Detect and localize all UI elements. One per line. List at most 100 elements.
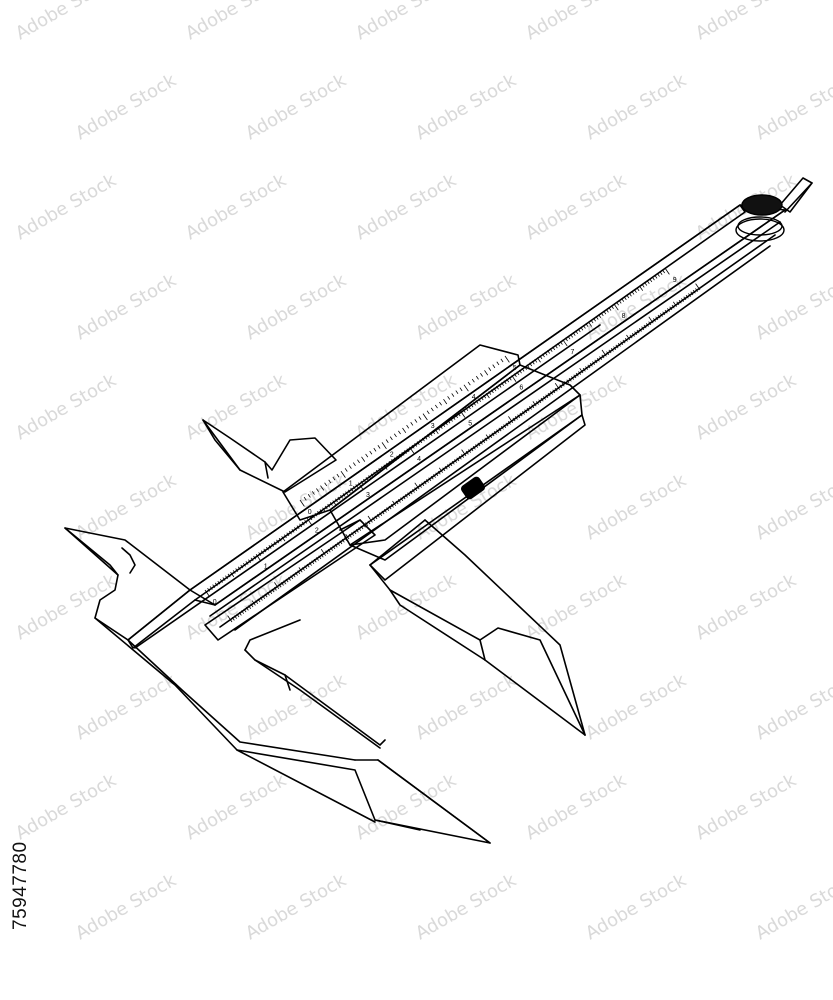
scale-tick xyxy=(386,462,389,467)
scale-tick xyxy=(355,484,359,488)
scale-tick xyxy=(565,337,568,342)
scale-tick xyxy=(253,555,257,560)
watermark-text: Adobe Stock xyxy=(582,870,690,945)
scale-tick xyxy=(500,426,504,430)
scale-tick xyxy=(528,406,532,410)
scale-tick xyxy=(613,346,617,350)
scale-tick xyxy=(373,447,377,452)
scale-tick xyxy=(325,550,329,555)
scale-tick xyxy=(626,334,631,341)
scale-tick xyxy=(428,477,432,482)
scale-label: 2 xyxy=(390,452,394,459)
scale-tick xyxy=(312,514,315,519)
scale-tick xyxy=(575,330,579,335)
scale-tick xyxy=(550,391,553,395)
scale-tick xyxy=(442,423,446,428)
scale-tick xyxy=(319,509,323,513)
scale-tick xyxy=(396,455,400,460)
scale-tick xyxy=(314,512,318,517)
scale-label: 1 xyxy=(264,563,268,570)
watermark-text: Adobe Stock xyxy=(182,570,290,645)
scale-tick xyxy=(358,527,362,531)
scale-tick xyxy=(634,289,637,293)
scale-tick xyxy=(271,588,275,593)
watermark-text: Adobe Stock xyxy=(182,370,290,445)
lower-scale xyxy=(227,283,701,623)
scale-tick xyxy=(547,392,551,397)
scale-tick xyxy=(337,496,341,501)
scale-tick xyxy=(585,323,589,327)
scale-tick xyxy=(456,457,460,462)
scale-tick xyxy=(552,389,556,394)
scale-tick xyxy=(667,308,670,312)
scale-tick xyxy=(471,378,475,383)
scale-tick xyxy=(454,459,457,463)
scale-tick xyxy=(260,550,264,555)
scale-tick xyxy=(621,298,625,302)
scale-tick xyxy=(685,294,689,299)
scale-tick xyxy=(442,467,446,472)
scale-tick xyxy=(411,489,415,493)
scale-tick xyxy=(281,536,286,542)
watermark-text: Adobe Stock xyxy=(522,570,630,645)
scale-tick xyxy=(434,404,438,409)
scale-tick xyxy=(232,570,236,574)
scale-tick xyxy=(306,518,312,526)
scale-tick xyxy=(287,577,291,581)
scale-tick xyxy=(641,283,645,288)
scale-tick xyxy=(480,373,483,377)
scale-tick xyxy=(538,399,542,404)
scale-tick xyxy=(344,468,348,472)
scale-tick xyxy=(618,299,622,304)
scale-tick xyxy=(567,335,571,340)
scale-tick xyxy=(212,584,216,589)
scale-tick xyxy=(381,442,387,450)
scale-tick xyxy=(290,575,294,580)
scale-tick xyxy=(437,470,441,475)
scale-tick xyxy=(526,407,530,412)
scale-tick xyxy=(506,378,510,383)
scale-tick xyxy=(439,401,442,406)
scale-tick xyxy=(389,436,393,441)
scale-tick xyxy=(391,459,395,463)
scale-tick xyxy=(414,482,420,490)
watermark-text: Adobe Stock xyxy=(412,270,520,345)
scale-tick xyxy=(289,530,292,535)
scale-tick xyxy=(648,316,654,324)
scale-tick xyxy=(519,369,522,374)
scale-tick xyxy=(317,511,320,515)
scale-tick xyxy=(681,298,684,302)
scale-tick xyxy=(332,545,336,550)
scale-tick xyxy=(526,364,530,369)
scale-tick xyxy=(368,475,372,479)
scale-tick xyxy=(255,553,261,561)
scale-tick xyxy=(470,447,474,452)
scale-tick xyxy=(639,285,644,291)
scale-tick xyxy=(243,608,247,613)
scale-tick xyxy=(309,516,313,521)
scale-tick xyxy=(400,497,404,502)
scale-tick xyxy=(430,475,434,480)
scale-tick xyxy=(248,605,252,609)
scale-tick xyxy=(376,513,380,518)
scale-tick xyxy=(234,615,238,619)
scale-label: 9 xyxy=(673,277,677,284)
scale-tick xyxy=(641,326,645,331)
scale-tick xyxy=(573,374,577,379)
watermark-text: Adobe Stock xyxy=(692,770,800,845)
scale-tick xyxy=(524,409,528,414)
scale-tick xyxy=(512,417,516,422)
scale-tick xyxy=(352,462,356,466)
scale-tick xyxy=(628,292,632,297)
scale-tick xyxy=(298,567,303,573)
scale-tick xyxy=(589,362,593,367)
scale-tick xyxy=(332,476,336,481)
scale-tick xyxy=(462,409,466,413)
scale-tick xyxy=(580,326,584,331)
scale-tick xyxy=(438,467,443,473)
scale-tick xyxy=(341,538,345,543)
scale-tick xyxy=(477,442,481,447)
scale-tick xyxy=(327,503,331,508)
scale-tick xyxy=(688,293,691,297)
